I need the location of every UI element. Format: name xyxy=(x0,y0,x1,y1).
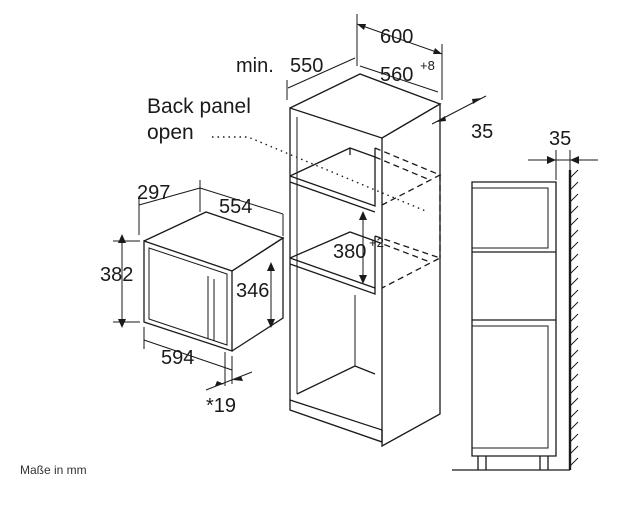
side-cabinet-legs xyxy=(477,456,549,470)
cabinet-shelf-2 xyxy=(289,231,376,259)
cabinet-top xyxy=(289,73,442,139)
cabinet-lower-compartment xyxy=(296,365,376,395)
cabinet-drawing: min. 550 600 560 +8 35 380 +2 Back panel… xyxy=(147,14,493,448)
wall-hatching xyxy=(569,169,579,467)
dim-door-protrusion: *19 xyxy=(206,395,236,417)
dim-min-depth: 550 xyxy=(290,55,323,77)
dim-line-600 xyxy=(356,23,443,55)
dim-niche-opening: 380 xyxy=(333,241,366,263)
dim-line-550 xyxy=(287,57,356,89)
dim-appliance-width-top: 554 xyxy=(219,196,252,218)
dim-min-prefix: min. xyxy=(236,55,274,77)
appliance-door-frame xyxy=(148,247,228,346)
cabinet-shelf-1 xyxy=(289,147,376,177)
dim-wall-gap-cabinet: 35 xyxy=(471,121,493,143)
cabinet-plinth xyxy=(289,400,383,443)
dim-appliance-depth: 297 xyxy=(137,182,170,204)
dim-wall-gap-side: 35 xyxy=(549,128,571,150)
dim-appliance-height: 382 xyxy=(100,264,133,286)
side-cabinet-outline xyxy=(471,181,557,457)
dim-niche-width-tol: +8 xyxy=(420,58,435,73)
back-panel-label-line1: Back panel xyxy=(147,95,251,118)
dim-appliance-width: 594 xyxy=(161,347,194,369)
appliance-front-face xyxy=(143,240,233,352)
dim-niche-width: 560 xyxy=(380,64,413,86)
side-section-drawing: 35 xyxy=(452,128,598,471)
appliance-drawing: 297 554 382 346 594 *19 xyxy=(100,180,285,417)
back-panel-label-line2: open xyxy=(147,121,194,144)
dim-niche-opening-tol: +2 xyxy=(369,235,384,250)
dim-line-554 xyxy=(199,187,284,215)
dim-niche-height: 600 xyxy=(380,26,413,48)
cabinet-right-side xyxy=(381,102,441,448)
dim-door-height: 346 xyxy=(236,280,269,302)
appliance-side-face xyxy=(231,236,284,352)
units-footnote: Maße in mm xyxy=(20,463,87,477)
dim-line-297 xyxy=(138,187,201,206)
dim-line-19 xyxy=(205,371,253,391)
niche-dashed-outline xyxy=(374,147,442,206)
appliance-top-face xyxy=(143,211,285,272)
back-panel-leader xyxy=(212,136,429,213)
dim-line-560 xyxy=(359,65,439,93)
dim-line-594 xyxy=(143,339,233,371)
